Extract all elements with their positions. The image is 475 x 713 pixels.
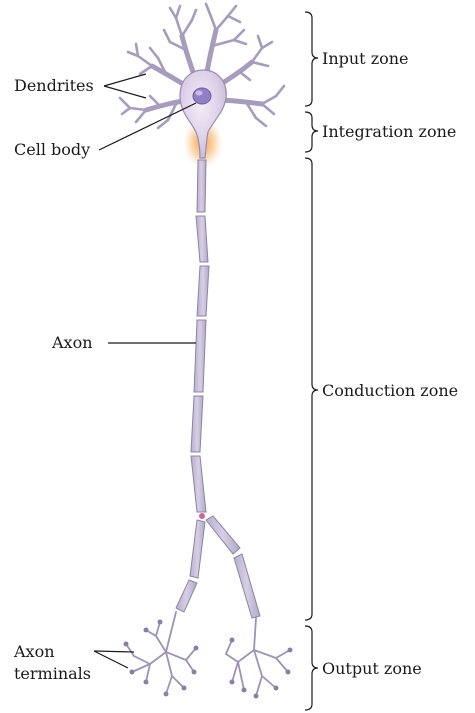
nucleus [193, 88, 211, 104]
label-axon: Axon [51, 333, 93, 352]
zone-label-integration: Integration zone [322, 122, 456, 141]
axon-terminals [126, 612, 290, 696]
label-dendrites: Dendrites [14, 76, 94, 95]
axon-branches [176, 516, 260, 618]
brace-output-zone [305, 626, 318, 710]
label-axon-terminals-line2: terminals [14, 664, 91, 683]
zone-label-conduction: Conduction zone [322, 381, 458, 400]
brace-conduction-zone [305, 158, 318, 620]
label-axon-terminals-line1: Axon [13, 642, 55, 661]
brace-integration-zone [305, 112, 318, 152]
axon [191, 160, 209, 512]
zone-braces [305, 12, 318, 710]
branch-point-node [199, 513, 205, 519]
label-cell-body: Cell body [14, 140, 90, 159]
zone-label-output: Output zone [322, 659, 422, 678]
nucleus-highlight [196, 91, 203, 96]
leader-lines [94, 74, 196, 668]
brace-input-zone [305, 12, 318, 106]
zone-label-input: Input zone [322, 49, 409, 68]
